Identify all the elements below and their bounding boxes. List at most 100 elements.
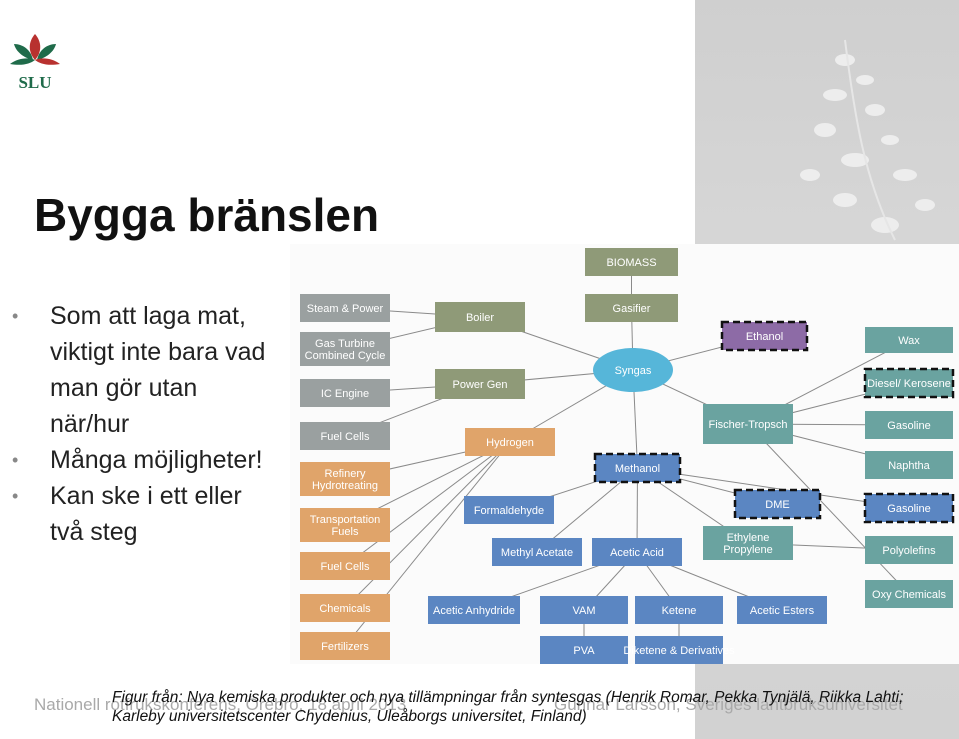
node-fischer-tropsch: Fischer-Tropsch [703,404,793,444]
node-label: DME [765,499,789,511]
node-label: Steam & Power [307,303,384,315]
node-diketene: Diketene & Derivatives [623,636,735,664]
caption-line-1: Figur från: Nya kemiska produkter och ny… [112,689,904,706]
node-diesel-kerosene: Diesel/ Kerosene [863,367,955,399]
node-label: Fertilizers [321,641,369,653]
node-label: Chemicals [319,603,371,615]
node-label: Fischer-Tropsch [708,419,787,431]
node-label: Propylene [723,544,773,556]
node-label: VAM [572,605,595,617]
logo-text: SLU [18,73,51,92]
node-chemicals: Chemicals [300,594,390,622]
bullet-text: Många möjligheter! [50,446,263,474]
node-methyl-acetate: Methyl Acetate [492,538,582,566]
slu-logo: SLU [4,30,66,92]
node-label: Methanol [615,463,660,475]
node-boiler: Boiler [435,302,525,332]
bullet-text: Kan ske i ett eller två steg [50,482,242,546]
node-naphtha: Naphtha [865,451,953,479]
node-vam: VAM [540,596,628,624]
node-ic-engine: IC Engine [300,379,390,407]
node-label: Hydrotreating [312,480,378,492]
node-formaldehyde: Formaldehyde [464,496,554,524]
node-label: Transportation [310,514,381,526]
diagram-arrow [344,441,511,609]
node-label: Polyolefins [882,545,936,557]
footer-author: Gunnar Larsson, Sveriges lantbruksuniver… [554,695,903,714]
node-label: Refinery [325,468,366,480]
bullet-list: • Som att laga mat, viktigt inte bara va… [10,298,275,550]
node-gasifier: Gasifier [585,294,678,322]
node-steam-power: Steam & Power [300,294,390,322]
node-label: Gasoline [887,503,930,515]
node-methanol: Methanol [593,452,682,484]
node-acetic-esters: Acetic Esters [737,596,827,624]
node-label: Wax [898,335,920,347]
node-label: IC Engine [321,388,369,400]
node-label: Diketene & Derivatives [623,645,735,657]
node-label: Hydrogen [486,437,534,449]
node-label: Gas Turbine [315,338,375,350]
node-label: Acetic Anhydride [433,605,515,617]
node-label: Gasoline [887,420,930,432]
node-label: PVA [573,645,595,657]
node-label: Diesel/ Kerosene [867,378,951,390]
figure-caption: Figur från: Nya kemiska produkter och ny… [112,688,903,726]
node-acetic-acid: Acetic Acid [592,538,682,566]
node-power-gen: Power Gen [435,369,525,399]
node-label: Naphtha [888,460,930,472]
node-label: Methyl Acetate [501,547,573,559]
slide-title: Bygga bränslen [34,189,380,241]
bullet-item: • Kan ske i ett eller två steg [10,478,275,550]
bullet-item: • Många möjligheter! [10,442,275,478]
node-ethanol: Ethanol [720,320,809,352]
slide-footer: Nationell rotfrukskonferens, Örebro, 18 … [34,695,903,715]
node-wax: Wax [865,327,953,353]
node-polyolefins: Polyolefins [865,536,953,564]
diagram-arrow [344,441,511,567]
node-oxy-chemicals: Oxy Chemicals [865,580,953,608]
node-label: Fuel Cells [321,561,370,573]
node-label: Power Gen [452,379,507,391]
node-fuel-cells-2: Fuel Cells [300,552,390,580]
node-biomass: BIOMASS [585,248,678,276]
node-label: Combined Cycle [305,350,386,362]
node-label: Gasifier [613,303,651,315]
caption-line-2: Karleby universitetscenter Chydenius, Ul… [112,708,587,725]
node-label: Ketene [662,605,697,617]
node-label: Fuel Cells [321,431,370,443]
node-acetic-anhydride: Acetic Anhydride [428,596,520,624]
footer-conference: Nationell rotfrukskonferens, Örebro, 18 … [34,695,407,714]
node-ketene: Ketene [635,596,723,624]
node-label: Fuels [332,526,359,538]
node-label: Formaldehyde [474,505,544,517]
node-label: Boiler [466,312,494,324]
node-dme: DME [733,488,822,520]
node-fertilizers: Fertilizers [300,632,390,660]
diagram-arrow [747,423,910,595]
node-hydrogen: Hydrogen [465,428,555,456]
node-syngas: Syngas [593,348,673,392]
node-gasoline-2: Gasoline [863,492,955,524]
node-fuel-cells-1: Fuel Cells [300,422,390,450]
node-gasoline-1: Gasoline [865,411,953,439]
bullet-text: Som att laga mat, viktigt inte bara vad … [50,302,266,438]
slu-leaf-icon [10,34,60,65]
bullet-dot-icon: • [12,486,19,506]
node-label: Oxy Chemicals [872,589,946,601]
node-label: BIOMASS [606,257,656,269]
bullet-dot-icon: • [12,450,19,470]
node-pva: PVA [540,636,628,664]
node-label: Syngas [615,365,652,377]
node-label: Ethanol [746,331,783,343]
node-label: Acetic Esters [750,605,815,617]
node-label: Ethylene [727,532,770,544]
bullet-dot-icon: • [12,306,19,326]
bullet-item: • Som att laga mat, viktigt inte bara va… [10,298,275,442]
